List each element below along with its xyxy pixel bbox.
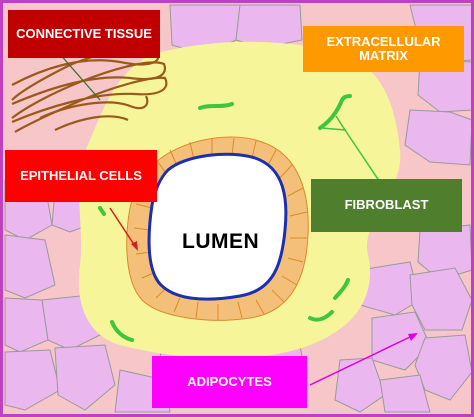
connective-tissue-label: CONNECTIVE TISSUE bbox=[8, 10, 160, 58]
epithelial-cells-label: EPITHELIAL CELLS bbox=[5, 150, 157, 202]
fibroblasts bbox=[98, 94, 352, 342]
fibroblast-branch bbox=[321, 115, 347, 131]
adipocytes-arrowhead bbox=[408, 333, 418, 341]
adipocytes-label: ADIPOCYTES bbox=[152, 356, 307, 408]
adipocytes-pointer bbox=[309, 335, 413, 386]
epithelial-cells-pointer bbox=[109, 207, 136, 247]
epithelial-cell-boundaries bbox=[133, 137, 308, 320]
epithelial-cells-arrowhead bbox=[131, 241, 138, 251]
extracellular-matrix-label: EXTRACELLULAR MATRIX bbox=[303, 26, 464, 72]
lumen-cavity bbox=[147, 152, 288, 301]
fibroblast-label: FIBROBLAST bbox=[311, 179, 462, 232]
lumen-label: LUMEN bbox=[182, 230, 260, 253]
